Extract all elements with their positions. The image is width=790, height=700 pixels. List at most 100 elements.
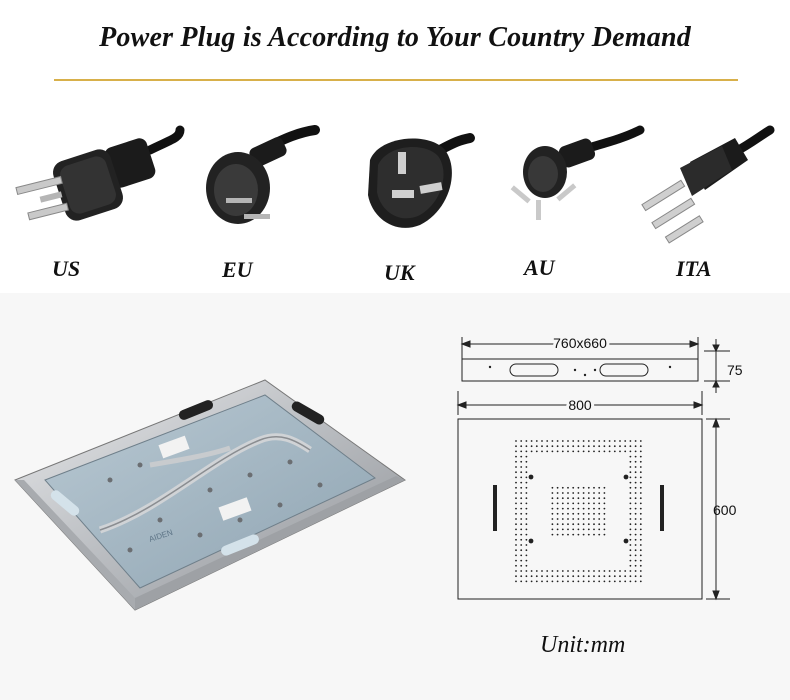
nozzle-dot [582,533,585,536]
nozzle-dot [624,450,627,453]
nozzle-dot [556,502,559,505]
nozzle-dot [561,533,564,536]
nozzle-dot [541,440,543,442]
nozzle-dot [572,570,575,572]
nozzle-dot [634,507,637,510]
plug-label-eu: EU [222,257,253,282]
nozzle-dot [634,445,637,448]
nozzle-dot [515,460,517,463]
nozzle-dot [598,512,601,515]
nozzle-dot [546,440,549,442]
nozzle-dot [551,580,554,583]
nozzle-dot [629,554,632,557]
nozzle-dot [561,502,564,505]
nozzle-dot [535,570,538,572]
nozzle-dot [551,528,554,531]
nozzle-dot [525,564,528,567]
nozzle-dot [593,570,595,572]
nozzle-dot [608,575,611,578]
nozzle-dot [572,580,575,583]
nozzle-dot [587,512,590,515]
nozzle-dot [530,570,533,572]
nozzle-dot [567,580,569,583]
nozzle-dot [525,518,528,520]
nozzle-dot [577,486,580,489]
nozzle-dot [567,492,569,494]
nozzle-dot [572,450,575,453]
nozzle-dot [634,455,637,458]
nozzle-dot [525,580,528,583]
nozzle-dot [634,460,637,463]
nozzle-dot [561,450,564,453]
nozzle-dot [561,575,564,578]
nozzle-dot [525,533,528,536]
nozzle-dot [541,575,543,578]
nozzle-dot [598,528,601,531]
nozzle-dot [603,497,606,500]
nozzle-dot [582,502,585,505]
nozzle-dot [608,580,611,583]
nozzle-dot [634,570,637,572]
nozzle-dot [577,445,580,448]
au-plug-icon [510,125,645,220]
nozzle-dot [593,492,595,494]
nozzle-dot [556,528,559,531]
nozzle-dot [603,523,606,526]
nozzle-dot [525,538,528,541]
nozzle-dot [520,476,523,479]
nozzle-dot [598,440,601,442]
nozzle-dot [582,570,585,572]
nozzle-dot [520,492,523,494]
nozzle-dot [556,497,559,500]
nozzle-dot [541,570,543,572]
nozzle-dot [629,440,632,442]
nozzle-dot [551,502,554,505]
nozzle-dot [577,523,580,526]
nozzle-dot [515,544,517,546]
nozzle-dot [634,564,637,567]
nozzle-dot [515,455,517,458]
nozzle-dot [567,486,569,489]
nozzle-dot [541,450,543,453]
nozzle-dot [639,570,642,572]
nozzle-dot [515,502,517,505]
nozzle-dot [639,564,642,567]
nozzle-dot [556,570,559,572]
nozzle-dot [561,440,564,442]
nozzle-dot [515,518,517,520]
nozzle-dot [535,575,538,578]
nozzle-dot [639,460,642,463]
nozzle-dot [515,523,517,526]
nozzle-dot [629,502,632,505]
nozzle-dot [577,533,580,536]
us-plug-icon [15,125,185,221]
nozzle-dot [572,445,575,448]
nozzle-dot [634,440,637,442]
nozzle-dot [520,564,523,567]
nozzle-dot [639,544,642,546]
nozzle-dot [525,455,528,458]
nozzle-dot [629,476,632,479]
nozzle-dot [546,575,549,578]
nozzle-dot [525,450,528,453]
nozzle-dot [598,570,601,572]
nozzle-dot [567,507,569,510]
nozzle-dot [587,445,590,448]
nozzle-dot [624,440,627,442]
nozzle-dot [603,512,606,515]
nozzle-dot [598,445,601,448]
dim-label-height: 75 [727,362,743,378]
nozzle-dot [639,512,642,515]
nozzle-dot [520,502,523,505]
nozzle-dot [556,445,559,448]
nozzle-dot [520,486,523,489]
nozzle-dot [525,445,528,448]
nozzle-dot [515,570,517,572]
nozzle-dot [629,580,632,583]
nozzle-dot [515,575,517,578]
nozzle-dot [629,466,632,468]
nozzle-dot [535,440,538,442]
nozzle-dot [577,507,580,510]
nozzle-dot [525,528,528,531]
nozzle-dot [608,450,611,453]
